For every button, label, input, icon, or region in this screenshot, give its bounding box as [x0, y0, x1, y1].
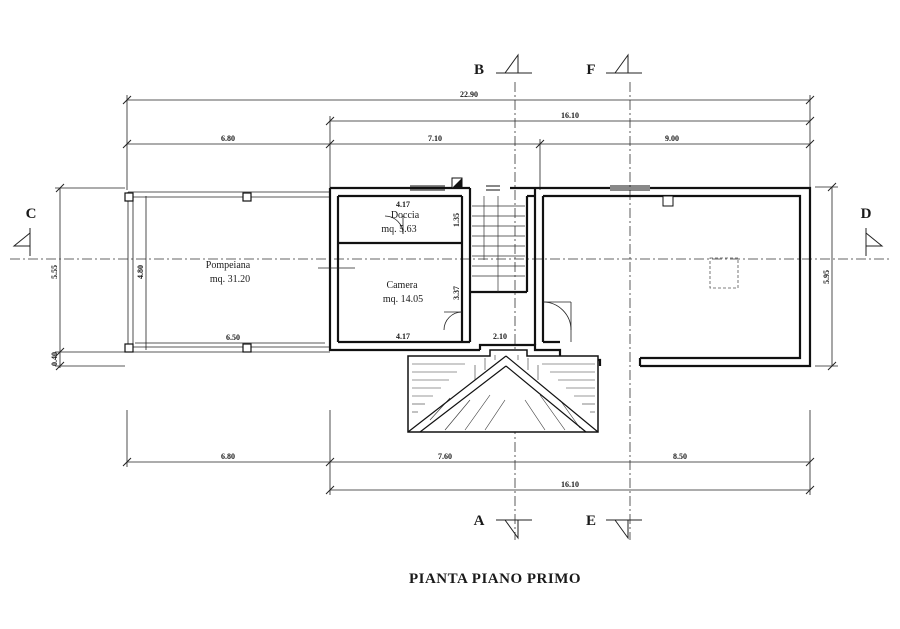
room-pompeiana-name: Pompeiana: [206, 260, 251, 271]
dim-pompeiana-depth: 4.80: [136, 265, 145, 279]
dim-top-left: 6.80: [221, 134, 235, 143]
dim-bottom-center: 7.60: [438, 452, 452, 461]
dim-pompeiana-width: 6.50: [226, 333, 240, 342]
section-label-c: C: [26, 206, 37, 222]
section-label-b: B: [474, 62, 484, 78]
dim-camera-height: 3.37: [452, 286, 461, 300]
room-camera-area: mq. 14.05: [383, 294, 423, 305]
plan-title: PIANTA PIANO PRIMO: [409, 571, 581, 587]
doors: [318, 215, 572, 342]
dim-doccia-width: 4.17: [396, 200, 410, 209]
dim-top-right: 9.00: [665, 134, 679, 143]
dimension-labels: 22.90 16.10 6.80 7.10 9.00 6.80 7.60 8.5…: [50, 90, 831, 489]
dim-camera-width: 4.17: [396, 332, 410, 341]
dim-right-height: 5.95: [822, 270, 831, 284]
section-label-d: D: [861, 206, 872, 222]
room-camera-name: Camera: [386, 280, 418, 291]
section-label-f: F: [586, 62, 595, 78]
dim-left-small: 0.40: [50, 352, 59, 366]
staircase: [472, 196, 525, 292]
room-pompeiana-area: mq. 31.20: [210, 274, 250, 285]
dim-left-height: 5.55: [50, 265, 59, 279]
section-label-a: A: [474, 513, 485, 529]
room-labels: Pompeiana mq. 31.20 Doccia mq. 5.63 Came…: [206, 210, 423, 305]
dim-total-top: 22.90: [460, 90, 478, 99]
building-walls: [328, 177, 812, 368]
dim-bottom-total: 16.10: [561, 480, 579, 489]
dim-bottom-left: 6.80: [221, 452, 235, 461]
dim-top-center: 7.10: [428, 134, 442, 143]
dim-bottom-right: 8.50: [673, 452, 687, 461]
dim-top-mid: 16.10: [561, 111, 579, 120]
dimension-lines: [55, 95, 838, 495]
room-doccia-area: mq. 5.63: [381, 224, 416, 235]
dim-landing-width: 2.10: [493, 332, 507, 341]
dim-doccia-height: 1.35: [452, 213, 461, 227]
room-doccia-name: Doccia: [391, 210, 420, 221]
pompeiana-pergola: [124, 191, 330, 353]
hatched-roof: [407, 349, 599, 433]
section-axes: [10, 82, 890, 540]
section-arrows: [12, 53, 884, 540]
section-label-e: E: [586, 513, 596, 529]
section-labels: B F A E C D: [26, 62, 872, 529]
